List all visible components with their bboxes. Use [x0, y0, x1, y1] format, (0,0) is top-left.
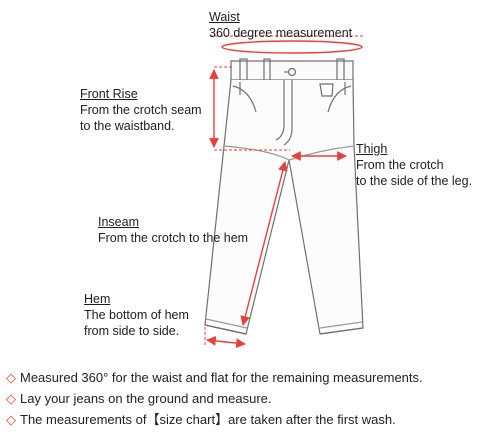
front-rise-label: Front Rise From the crotch seam to the w… — [80, 86, 202, 134]
thigh-label: Thigh From the crotch to the side of the… — [356, 141, 472, 189]
waist-label: Waist 360 degree measurement — [209, 9, 352, 41]
hem-title: Hem — [84, 292, 111, 306]
thigh-title: Thigh — [356, 142, 388, 156]
inseam-label: Inseam From the crotch to the hem — [98, 214, 248, 246]
diamond-icon: ◇ — [6, 370, 16, 385]
note-item: ◇ The measurements of【size chart】are tak… — [4, 409, 500, 430]
waist-ellipse — [221, 40, 363, 54]
note-item: ◇ Measured 360° for the waist and flat f… — [4, 367, 500, 388]
note-text: The measurements of【size chart】are taken… — [20, 412, 396, 427]
front-rise-desc-1: From the crotch seam — [80, 103, 202, 117]
note-text: Measured 360° for the waist and flat for… — [20, 370, 423, 385]
diamond-icon: ◇ — [6, 412, 16, 427]
front-rise-title: Front Rise — [80, 87, 138, 101]
waist-title: Waist — [209, 10, 240, 24]
inseam-arrow — [240, 161, 288, 326]
notes-list: ◇ Measured 360° for the waist and flat f… — [4, 367, 500, 430]
hem-arrow — [206, 336, 246, 348]
waist-desc: 360 degree measurement — [209, 26, 353, 40]
hem-desc-2: from side to side. — [84, 324, 180, 338]
note-item: ◇ Lay your jeans on the ground and measu… — [4, 388, 500, 409]
diamond-icon: ◇ — [6, 391, 16, 406]
hem-desc-1: The bottom of hem — [84, 308, 189, 322]
jeans-outline — [204, 58, 364, 335]
note-text: Lay your jeans on the ground and measure… — [20, 391, 272, 406]
thigh-desc-2: to the side of the leg. — [356, 174, 473, 188]
front-rise-desc-2: to the waistband. — [80, 119, 175, 133]
thigh-desc-1: From the crotch — [356, 158, 444, 172]
inseam-desc: From the crotch to the hem — [98, 231, 249, 245]
hem-label: Hem The bottom of hem from side to side. — [84, 291, 189, 339]
inseam-title: Inseam — [98, 215, 139, 229]
